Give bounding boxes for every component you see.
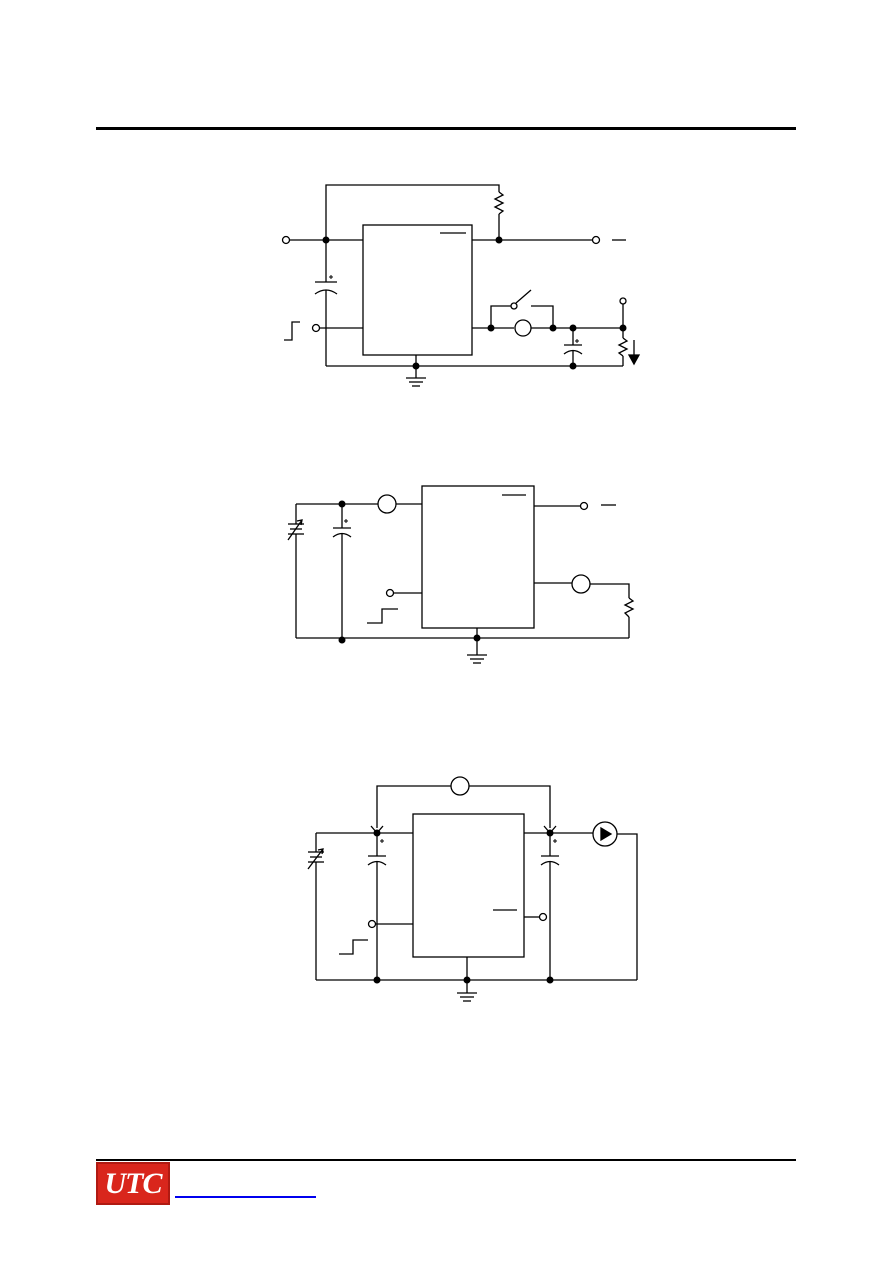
control-terminal [385, 588, 395, 598]
junction-dots [373, 829, 554, 984]
capacitor-curve [563, 349, 583, 355]
switch-terminal [510, 302, 518, 310]
input-terminal [281, 235, 291, 245]
junction-dots [338, 500, 481, 644]
wire [469, 785, 551, 828]
control-terminal [311, 323, 321, 333]
wire [376, 785, 451, 828]
wire [590, 583, 630, 598]
wire [531, 305, 554, 328]
variable-arrow [307, 848, 324, 870]
meter [514, 319, 532, 337]
test-circuit-2 [287, 485, 635, 664]
current-source-arrow [600, 826, 613, 842]
load-resistor [617, 337, 629, 357]
variable-arrow [287, 519, 303, 541]
ic-box [421, 485, 535, 629]
website-link[interactable] [175, 1196, 316, 1198]
meter [450, 776, 470, 796]
meter [571, 574, 591, 594]
variable-arrow-head [296, 519, 303, 526]
wire-top-bus [325, 184, 500, 240]
junction-dots [322, 236, 627, 370]
variable-arrow-head [317, 848, 324, 855]
current-arrow-head [627, 354, 641, 366]
supply-terminal [619, 297, 627, 305]
control-terminal [367, 919, 377, 929]
load-resistor [623, 597, 635, 618]
output-terminal [579, 501, 589, 511]
wire [617, 833, 638, 980]
wire [490, 305, 511, 328]
switch-lever [515, 289, 532, 304]
test-circuit-3 [307, 776, 638, 1002]
pullup-resistor [493, 191, 505, 215]
logo-text: UTC [104, 1166, 163, 1200]
step-pulse [284, 321, 300, 341]
step-pulse [367, 608, 398, 624]
capacitor-curve [540, 860, 560, 866]
step-pulse [339, 939, 368, 955]
capacitor-curve [367, 860, 387, 866]
ic-box [412, 813, 525, 958]
output-terminal [538, 912, 548, 922]
meter [377, 494, 397, 514]
output-terminal [591, 235, 601, 245]
footer-rule [96, 1159, 796, 1161]
header-rule [96, 127, 796, 130]
ic-box [362, 224, 473, 356]
test-circuit-1 [281, 184, 641, 387]
capacitor-curve [332, 532, 352, 538]
utc-logo: UTC [96, 1162, 170, 1205]
